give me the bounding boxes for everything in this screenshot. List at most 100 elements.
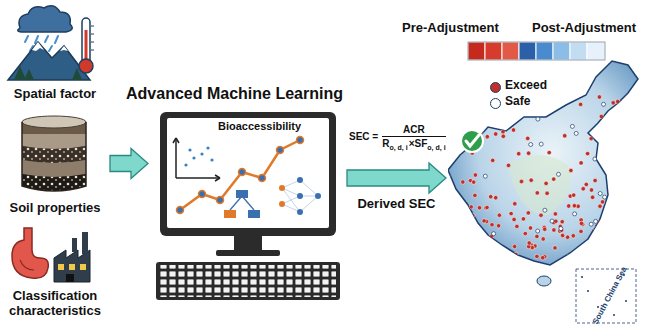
exceed-dot <box>515 224 519 228</box>
legend-swatch <box>490 82 501 93</box>
exceed-dot <box>527 241 531 245</box>
safe-dot <box>550 219 554 223</box>
exceed-dot <box>627 196 631 200</box>
exceed-dot <box>579 161 583 165</box>
exceed-dot <box>521 217 525 221</box>
exceed-dot <box>456 229 460 233</box>
exceed-dot <box>585 151 589 155</box>
exceed-dot <box>523 231 527 235</box>
exceed-dot <box>526 262 530 266</box>
exceed-dot <box>563 134 567 138</box>
exceed-dot <box>553 212 557 216</box>
exceed-dot <box>448 175 451 179</box>
exceed-dot <box>448 253 451 257</box>
exceed-dot <box>517 152 521 156</box>
exceed-dot <box>577 257 581 261</box>
exceed-dot <box>449 235 453 239</box>
exceed-dot <box>490 223 494 227</box>
formula-lhs: SEC = <box>349 131 378 142</box>
exceed-dot <box>614 191 618 195</box>
numerator: ACR <box>403 124 425 136</box>
exceed-dot <box>616 99 620 103</box>
exceed-dot <box>451 145 455 149</box>
exceed-dot <box>599 114 603 118</box>
safe-dot <box>602 219 606 223</box>
exceed-dot <box>528 226 532 230</box>
exceed-dot <box>635 201 639 205</box>
exceed-dot <box>470 248 474 252</box>
exceed-dot <box>602 152 606 156</box>
legend-swatch <box>490 98 501 109</box>
exceed-dot <box>482 262 486 266</box>
inland-region <box>508 155 571 215</box>
exceed-dot <box>581 187 585 191</box>
exceed-dot <box>597 95 601 99</box>
edge-label: Derived SEC <box>357 196 435 211</box>
hainan-island <box>537 276 551 286</box>
exceed-dot <box>612 254 616 258</box>
check-badge <box>461 130 483 152</box>
exceed-dot <box>606 266 610 270</box>
exceed-dot <box>466 253 470 257</box>
exceed-dot <box>631 120 635 124</box>
factor-label: Classification characteristics <box>2 288 108 318</box>
exceed-dot <box>584 182 588 186</box>
exceed-dot <box>627 189 631 193</box>
exceed-dot <box>611 101 615 105</box>
exceed-dot <box>472 180 476 184</box>
stomach-factory-icon <box>2 224 108 284</box>
exceed-dot <box>589 136 593 140</box>
exceed-dot <box>543 227 547 231</box>
exceed-dot <box>553 246 557 250</box>
exceed-dot <box>621 213 625 217</box>
soil-layer-icon <box>2 112 108 196</box>
input-factor: Classification characteristics <box>2 224 108 318</box>
exceed-dot <box>477 206 481 210</box>
formula-term: R <box>382 138 389 149</box>
exceed-dot <box>478 231 482 235</box>
exceed-dot <box>590 195 594 199</box>
exceed-dot <box>471 213 475 217</box>
exceed-dot <box>614 249 618 253</box>
exceed-dot <box>535 234 539 238</box>
exceed-dot <box>461 180 465 184</box>
safe-dot <box>573 212 577 216</box>
exceed-dot <box>489 195 493 199</box>
safe-dot <box>543 208 547 212</box>
exceed-dot <box>448 254 450 258</box>
exceed-dot <box>529 178 533 182</box>
formula-term: ×SF <box>409 138 428 149</box>
exceed-dot <box>619 252 623 256</box>
exceed-dot <box>613 256 617 260</box>
exceed-dot <box>514 252 518 256</box>
exceed-dot <box>448 181 451 185</box>
exceed-dot <box>544 181 548 185</box>
legend-text: Safe <box>505 94 530 108</box>
island-dot <box>625 300 627 302</box>
scale-label: Post-Adjustment <box>532 20 636 35</box>
denominator: Ro, d, i×SFo, d, i <box>382 136 445 149</box>
check-mark <box>466 135 479 146</box>
exceed-dot <box>594 227 598 231</box>
exceed-dot <box>565 235 569 239</box>
exceed-dot <box>619 212 623 216</box>
exceed-dot <box>539 213 543 217</box>
exceed-dot <box>552 228 556 232</box>
formula-subscript: o, d, i <box>389 144 407 151</box>
exceed-dot <box>473 193 477 197</box>
safe-dot <box>589 222 593 226</box>
exceed-dot <box>513 202 517 206</box>
safe-dot <box>536 117 540 121</box>
adjustment-scale <box>468 42 605 60</box>
exceed-dot <box>511 128 515 132</box>
exceed-dot <box>496 224 500 228</box>
safe-dot <box>481 77 485 81</box>
exceed-dot <box>490 255 494 259</box>
island-dot <box>581 276 583 278</box>
exceed-dot <box>569 168 573 172</box>
input-factor: Soil properties <box>2 112 108 215</box>
exceed-dot <box>512 244 516 248</box>
exceed-dot <box>552 177 556 181</box>
safe-dot <box>483 174 487 178</box>
exceed-dot <box>497 213 501 217</box>
